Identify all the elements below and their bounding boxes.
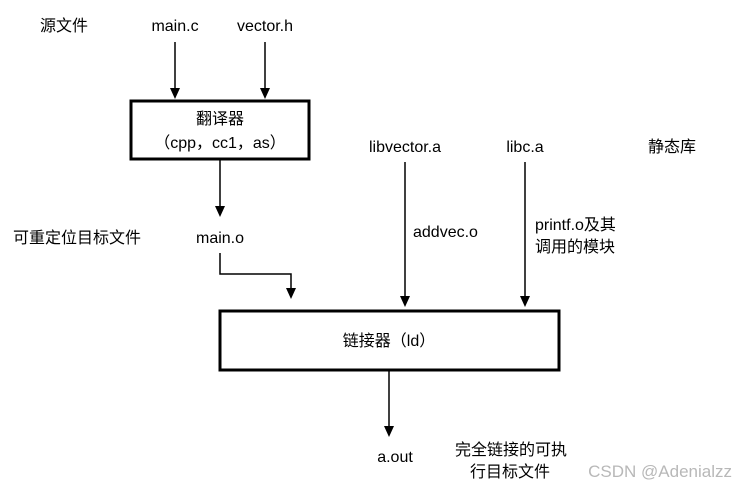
translator-subtitle: （cpp，cc1，as） <box>154 134 286 152</box>
arrow-translator-to-main-o <box>215 160 225 217</box>
linker-label: 链接器（ld） <box>343 332 435 350</box>
libvector-label: libvector.a <box>369 139 441 156</box>
executable-label-line2: 行目标文件 <box>470 463 550 481</box>
arrow-main-o-to-linker <box>219 253 296 299</box>
main-o-label: main.o <box>196 230 244 247</box>
printf-label-line2: 调用的模块 <box>535 238 615 256</box>
translator-title: 翻译器 <box>196 110 244 128</box>
source-files-label: 源文件 <box>40 17 88 35</box>
arrow-libvector <box>400 162 410 307</box>
csdn-watermark: CSDN @Adenialzz <box>588 462 732 481</box>
addvec-o-label: addvec.o <box>413 224 478 241</box>
arrow-main-c <box>170 42 180 99</box>
a-out-label: a.out <box>377 449 413 466</box>
arrow-vector-h <box>260 42 270 99</box>
libc-label: libc.a <box>506 139 543 156</box>
relocatable-label: 可重定位目标文件 <box>13 229 141 247</box>
printf-label-line1: printf.o及其 <box>535 216 616 234</box>
executable-label-line1: 完全链接的可执 <box>455 441 567 459</box>
main-c-label: main.c <box>151 18 198 35</box>
vector-h-label: vector.h <box>237 18 293 35</box>
static-libs-label: 静态库 <box>648 138 696 156</box>
translator-box <box>129 99 311 161</box>
linker-box <box>218 309 561 372</box>
arrow-libc <box>520 162 530 307</box>
arrow-linker-to-a-out <box>384 371 394 437</box>
